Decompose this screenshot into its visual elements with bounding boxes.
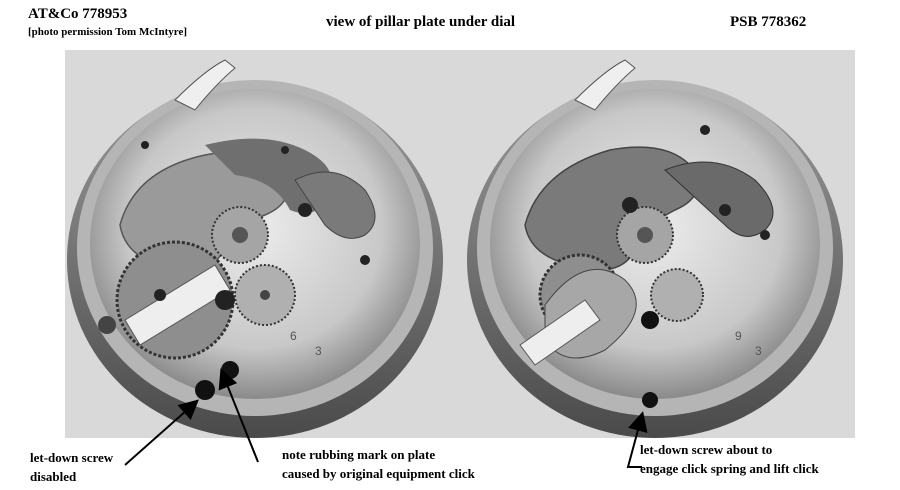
caption-right-line2: engage click spring and lift click: [640, 461, 819, 476]
photo-credit: [photo permission Tom McIntyre]: [28, 26, 187, 38]
left-movement-serial: AT&Co 778953: [28, 6, 128, 22]
left-movement: 6 3: [67, 59, 443, 438]
svg-text:9: 9: [735, 329, 742, 343]
right-movement: 9 3: [467, 59, 843, 438]
caption-left-line2: disabled: [30, 469, 77, 484]
caption-right-line1: let-down screw about to: [640, 442, 773, 457]
caption-middle-line1: note rubbing mark on plate: [282, 447, 436, 462]
page-title: view of pillar plate under dial: [326, 14, 516, 30]
caption-right: let-down screw about to engage click spr…: [640, 440, 819, 478]
svg-text:3: 3: [315, 344, 322, 358]
caption-middle: note rubbing mark on plate caused by ori…: [282, 445, 475, 483]
svg-text:6: 6: [290, 329, 297, 343]
caption-left: let-down screw disabled: [30, 448, 113, 486]
caption-left-line1: let-down screw: [30, 450, 114, 465]
svg-text:3: 3: [755, 344, 762, 358]
caption-middle-line2: caused by original equipment click: [282, 466, 475, 481]
movement-photo: 6 3 9 3: [65, 50, 855, 438]
right-movement-serial: PSB 778362: [730, 14, 807, 30]
